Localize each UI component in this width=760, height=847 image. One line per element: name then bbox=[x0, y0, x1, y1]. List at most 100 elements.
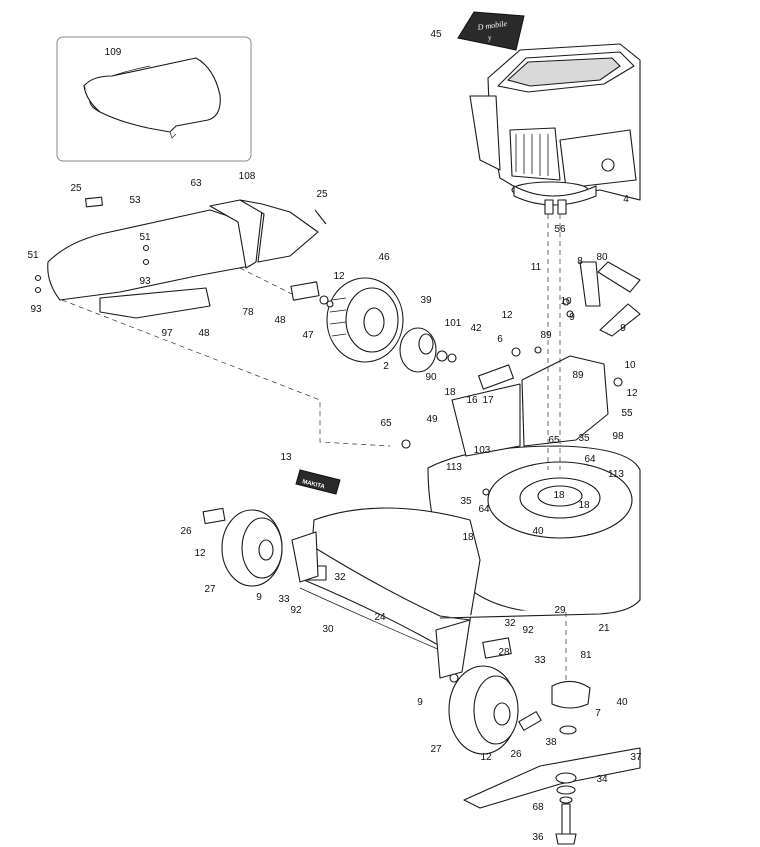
callout-51: 51 bbox=[139, 232, 151, 243]
callout-63: 63 bbox=[190, 178, 202, 189]
callout-40: 40 bbox=[616, 697, 628, 708]
callout-103: 103 bbox=[474, 445, 491, 456]
wheel-27-front bbox=[221, 509, 283, 587]
callout-49: 49 bbox=[426, 414, 438, 425]
callout-93: 93 bbox=[30, 304, 42, 315]
callout-108: 108 bbox=[239, 171, 256, 182]
callout-26: 26 bbox=[510, 749, 522, 760]
assembly-lines bbox=[61, 214, 567, 680]
callout-18: 18 bbox=[462, 532, 474, 543]
callout-12: 12 bbox=[194, 548, 206, 559]
callout-12: 12 bbox=[480, 752, 492, 763]
callout-92: 92 bbox=[290, 605, 302, 616]
callout-42: 42 bbox=[470, 323, 482, 334]
callout-80: 80 bbox=[596, 252, 608, 263]
callout-9: 9 bbox=[256, 592, 262, 603]
callout-9: 9 bbox=[620, 323, 626, 334]
callout-113: 113 bbox=[446, 462, 462, 473]
callout-65: 65 bbox=[380, 418, 392, 429]
callout-34: 34 bbox=[596, 774, 608, 785]
decal-text: MAKITA bbox=[302, 479, 326, 491]
callout-28: 28 bbox=[498, 647, 510, 658]
callout-18: 18 bbox=[553, 490, 565, 501]
brand-label-plate: D mobile y bbox=[457, 11, 525, 51]
callout-45: 45 bbox=[430, 29, 442, 40]
callout-65: 65 bbox=[548, 435, 560, 446]
callout-40: 40 bbox=[532, 526, 544, 537]
callout-27: 27 bbox=[204, 584, 216, 595]
callout-89: 89 bbox=[572, 370, 584, 381]
wheel-27-rear bbox=[448, 665, 519, 755]
callout-32: 32 bbox=[334, 572, 346, 583]
callout-35: 35 bbox=[460, 496, 472, 507]
callout-47: 47 bbox=[302, 330, 314, 341]
callout-25: 25 bbox=[316, 189, 328, 200]
callout-36: 36 bbox=[532, 832, 544, 843]
inset-box bbox=[56, 36, 252, 162]
grass-bag-frame bbox=[34, 196, 327, 319]
callout-109: 109 bbox=[105, 47, 122, 58]
callout-39: 39 bbox=[420, 295, 432, 306]
callout-35: 35 bbox=[578, 433, 590, 444]
callout-25: 25 bbox=[70, 183, 82, 194]
callout-12: 12 bbox=[333, 271, 345, 282]
callout-12: 12 bbox=[501, 310, 513, 321]
callout-98: 98 bbox=[612, 431, 624, 442]
engine-assembly bbox=[469, 43, 641, 215]
hubcap-2 bbox=[399, 327, 437, 373]
callout-27: 27 bbox=[430, 744, 442, 755]
callout-8: 8 bbox=[577, 256, 583, 267]
callout-101: 101 bbox=[445, 318, 462, 329]
callout-92: 92 bbox=[522, 625, 534, 636]
callout-33: 33 bbox=[534, 655, 546, 666]
callout-51: 51 bbox=[27, 250, 39, 261]
makita-decal: MAKITA bbox=[295, 469, 341, 495]
callout-46: 46 bbox=[378, 252, 390, 263]
callout-11: 11 bbox=[531, 262, 542, 273]
callout-81: 81 bbox=[580, 650, 592, 661]
callout-17: 17 bbox=[482, 395, 494, 406]
callout-48: 48 bbox=[274, 315, 286, 326]
callout-12: 12 bbox=[626, 388, 638, 399]
callout-18: 18 bbox=[444, 387, 456, 398]
callout-90: 90 bbox=[425, 372, 437, 383]
hardware-parts bbox=[202, 261, 641, 731]
callout-26: 26 bbox=[180, 526, 192, 537]
blade bbox=[463, 680, 641, 845]
callout-2: 2 bbox=[383, 361, 389, 372]
callout-24: 24 bbox=[374, 612, 386, 623]
callout-10: 10 bbox=[624, 360, 636, 371]
rear-flap-and-rods bbox=[299, 507, 641, 669]
brand-label-line1: D mobile bbox=[476, 19, 508, 32]
callout-97: 97 bbox=[161, 328, 173, 339]
callout-68: 68 bbox=[532, 802, 544, 813]
callout-64: 64 bbox=[478, 504, 490, 515]
callout-10: 10 bbox=[560, 296, 572, 307]
callout-38: 38 bbox=[545, 737, 557, 748]
callout-30: 30 bbox=[322, 624, 334, 635]
callout-56: 56 bbox=[554, 224, 566, 235]
callout-9: 9 bbox=[569, 312, 575, 323]
callout-29: 29 bbox=[554, 605, 566, 616]
callout-33: 33 bbox=[278, 594, 290, 605]
mower-deck bbox=[427, 355, 641, 614]
callout-7: 7 bbox=[595, 708, 601, 719]
brand-label-line2: y bbox=[488, 34, 492, 42]
wheel-46 bbox=[326, 277, 404, 363]
callout-113: 113 bbox=[608, 469, 624, 480]
callout-32: 32 bbox=[504, 618, 516, 629]
callout-4: 4 bbox=[623, 194, 629, 205]
callout-18: 18 bbox=[578, 500, 590, 511]
callout-16: 16 bbox=[466, 395, 478, 406]
callout-55: 55 bbox=[621, 408, 633, 419]
callout-53: 53 bbox=[129, 195, 141, 206]
callout-37: 37 bbox=[630, 752, 642, 763]
callout-21: 21 bbox=[598, 623, 610, 634]
callout-6: 6 bbox=[497, 334, 503, 345]
callout-78: 78 bbox=[242, 307, 254, 318]
callout-13: 13 bbox=[280, 452, 292, 463]
callout-64: 64 bbox=[584, 454, 596, 465]
callout-93: 93 bbox=[139, 276, 151, 287]
